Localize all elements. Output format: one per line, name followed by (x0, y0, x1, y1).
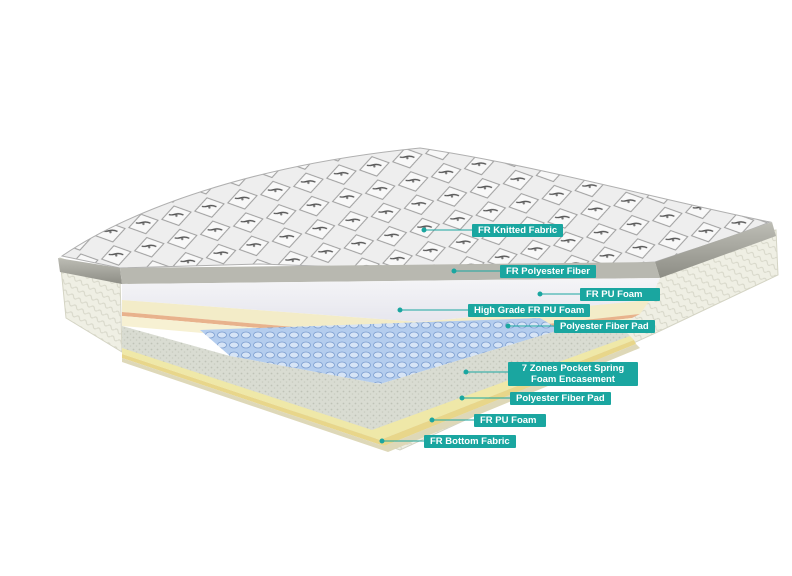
label-fr-pu-foam-bottom: FR PU Foam (474, 414, 546, 427)
pocket-spring-core (200, 318, 560, 384)
foam-encasement (122, 326, 630, 440)
label-polyester-fiber-pad-top: Polyester Fiber Pad (554, 320, 655, 333)
label-pocket-spring: 7 Zones Pocket Spring Foam Encasement Su… (508, 362, 638, 396)
pillow-band-right (655, 222, 776, 278)
pillow-band-left (58, 258, 122, 284)
label-fr-bottom-fabric: FR Bottom Fabric (424, 435, 516, 448)
label-fr-polyester-fiber: FR Polyester Fiber (500, 265, 596, 278)
label-pocket-spring-line2: Foam Encasement Support (531, 374, 615, 396)
polyester-fiber-pad-bottom-layer (122, 336, 634, 440)
label-polyester-fiber-pad-bottom: Polyester Fiber Pad (510, 392, 611, 405)
quilted-top-surface (60, 147, 772, 273)
label-fr-pu-foam-top: FR PU Foam (580, 288, 660, 301)
leader-lines (379, 227, 580, 444)
label-fr-knitted-fabric: FR Knitted Fabric (472, 224, 564, 237)
label-pocket-spring-line1: 7 Zones Pocket Spring (521, 363, 625, 374)
label-high-grade-fr-pu-foam: High Grade FR PU Foam (468, 304, 591, 317)
